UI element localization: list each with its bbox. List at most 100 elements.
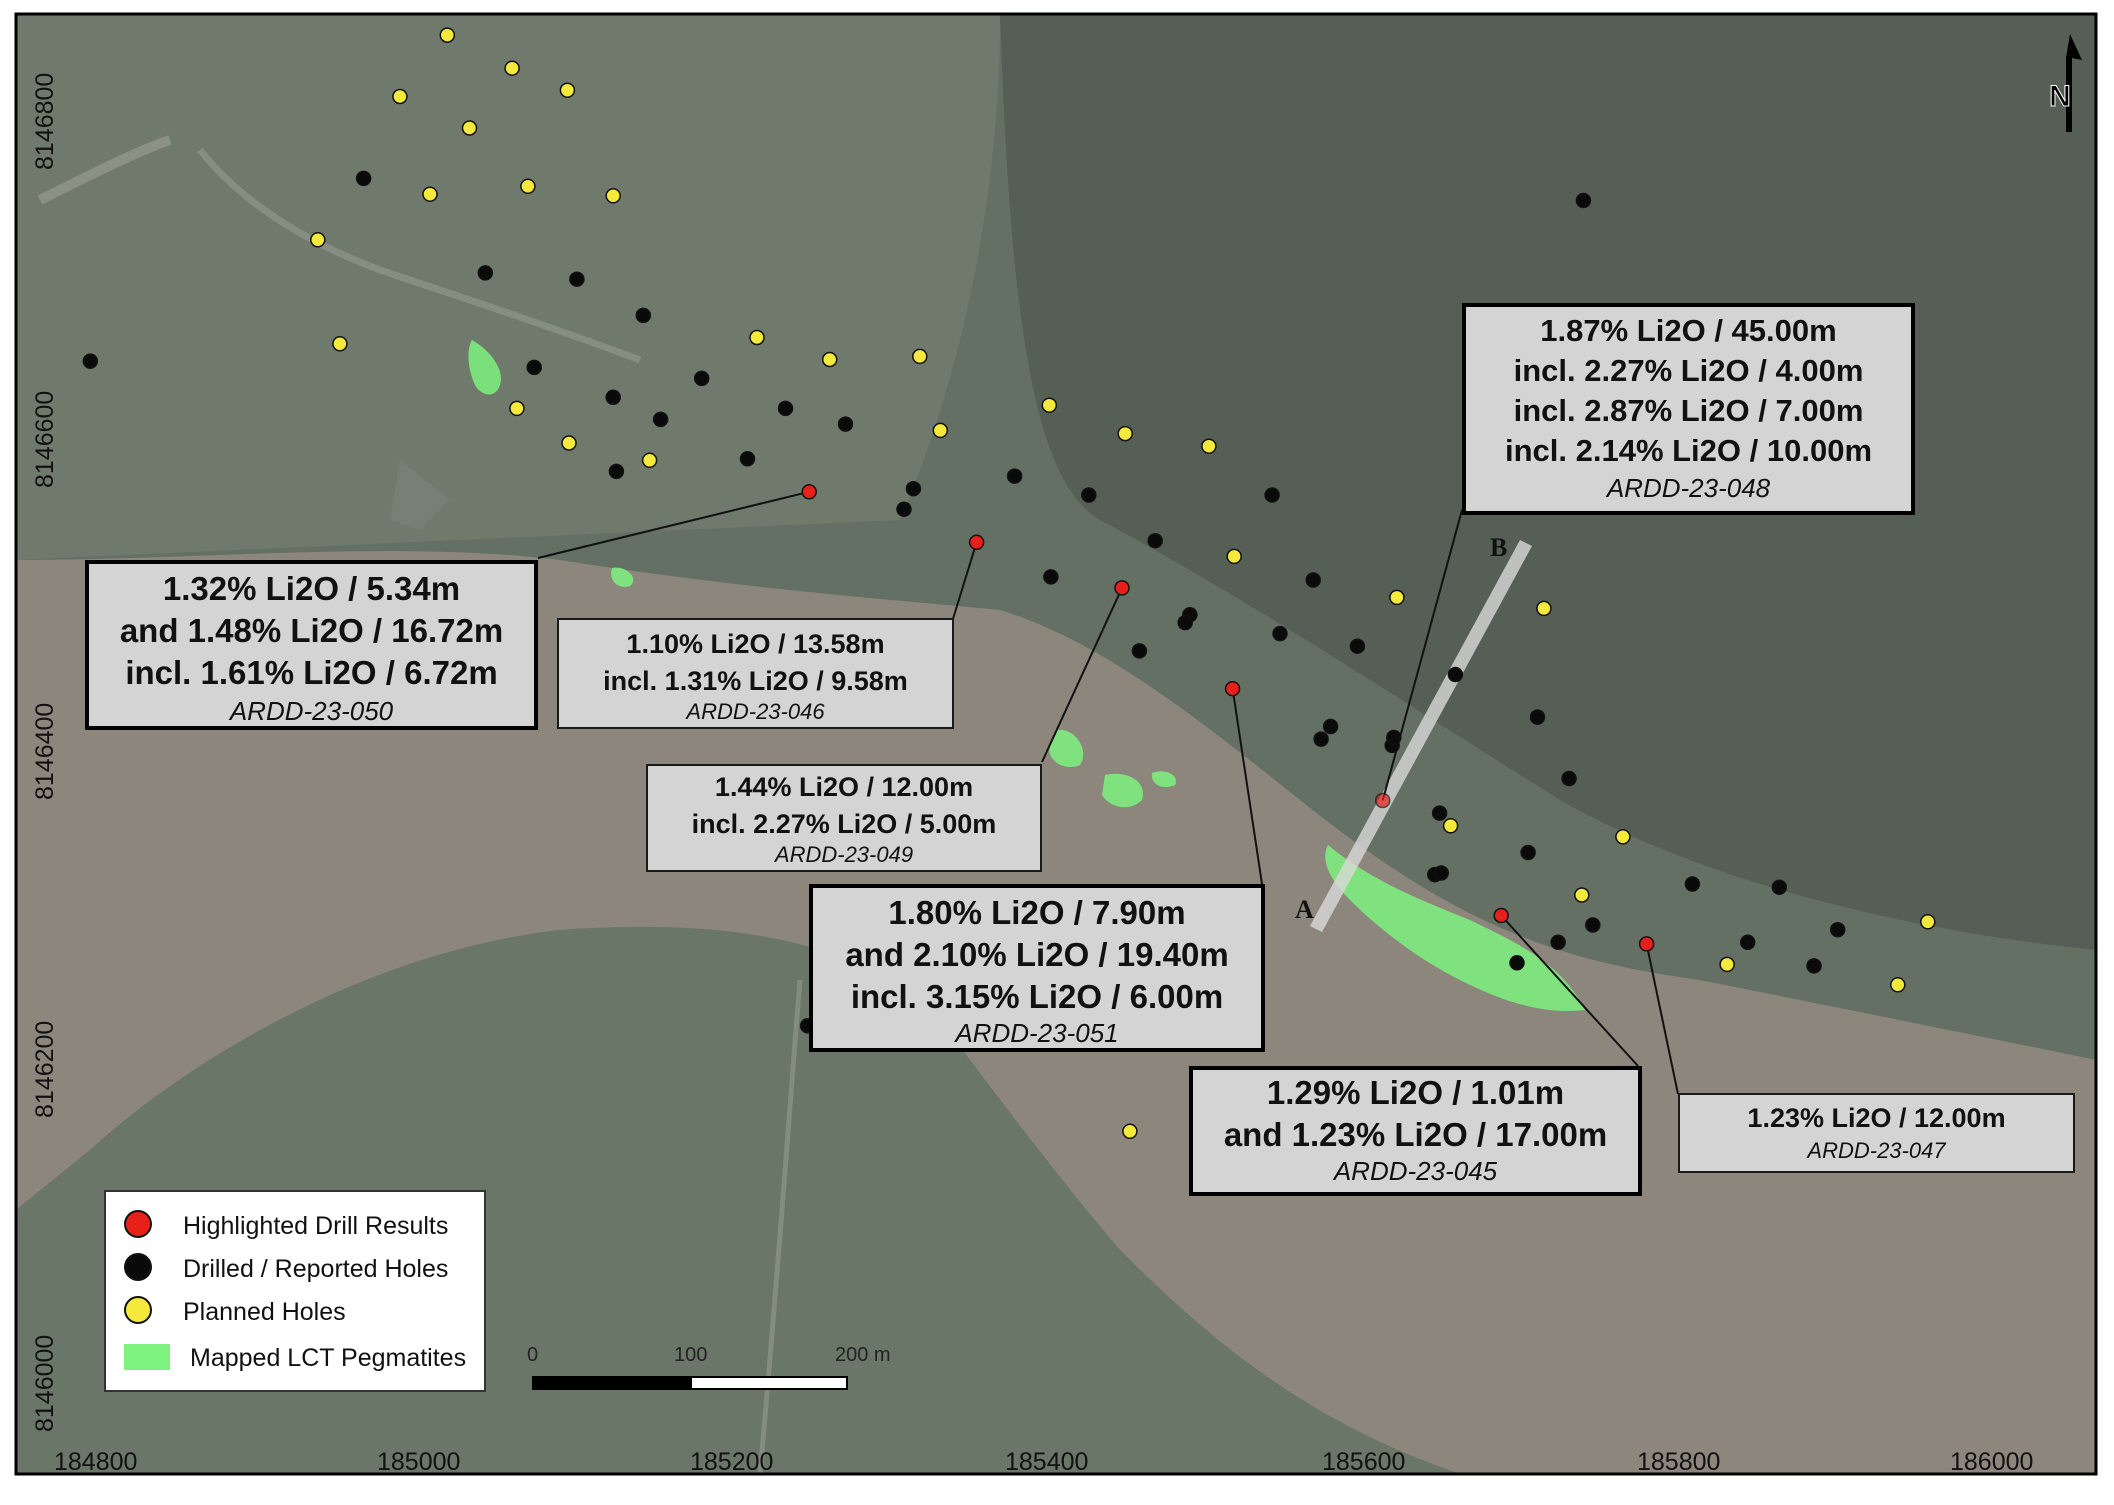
planned-hole[interactable] bbox=[1536, 600, 1552, 617]
callout-hole-id: ARDD-23-050 bbox=[229, 696, 394, 726]
legend-item-pegmatites: Mapped LCT Pegmatites bbox=[106, 1338, 484, 1378]
drilled-hole[interactable] bbox=[605, 389, 621, 406]
planned-hole[interactable] bbox=[1920, 914, 1936, 930]
callout-line: incl. 2.27% Li2O / 4.00m bbox=[1513, 353, 1864, 388]
scale-bar bbox=[532, 1376, 848, 1390]
drilled-hole[interactable] bbox=[1081, 487, 1097, 503]
planned-hole[interactable] bbox=[1122, 1123, 1138, 1140]
planned-hole[interactable] bbox=[439, 27, 456, 43]
planned-hole[interactable] bbox=[504, 60, 520, 76]
planned-hole[interactable] bbox=[912, 348, 928, 365]
drilled-hole[interactable] bbox=[1529, 709, 1546, 725]
drilled-hole[interactable] bbox=[1520, 844, 1536, 861]
planned-hole[interactable] bbox=[932, 422, 949, 439]
callout-line: incl. 2.27% Li2O / 5.00m bbox=[691, 809, 997, 839]
green-patch-icon bbox=[124, 1344, 170, 1370]
drilled-hole[interactable] bbox=[1349, 638, 1366, 654]
planned-hole[interactable] bbox=[1615, 829, 1631, 845]
planned-hole[interactable] bbox=[520, 178, 536, 195]
planned-hole[interactable] bbox=[561, 435, 577, 451]
drilled-hole[interactable] bbox=[82, 353, 99, 369]
planned-hole[interactable] bbox=[1117, 425, 1133, 442]
planned-hole[interactable] bbox=[749, 329, 765, 346]
callout-hole-id: ARDD-23-045 bbox=[1333, 1156, 1498, 1186]
drilled-hole[interactable] bbox=[526, 359, 542, 376]
callout-hole-id: ARDD-23-047 bbox=[1807, 1138, 1946, 1163]
planned-hole[interactable] bbox=[1890, 977, 1906, 993]
drilled-hole[interactable] bbox=[1585, 917, 1601, 933]
drilled-hole[interactable] bbox=[1739, 934, 1756, 951]
drilled-hole[interactable] bbox=[1509, 955, 1525, 971]
drilled-hole[interactable] bbox=[608, 463, 625, 480]
drilled-hole[interactable] bbox=[1561, 770, 1577, 787]
legend-label: Mapped LCT Pegmatites bbox=[190, 1344, 467, 1372]
drilled-hole[interactable] bbox=[1771, 879, 1788, 895]
planned-hole[interactable] bbox=[422, 186, 438, 202]
highlighted-hole[interactable] bbox=[801, 484, 817, 500]
drilled-hole[interactable] bbox=[1313, 731, 1329, 747]
drilled-hole[interactable] bbox=[1322, 718, 1339, 735]
planned-hole[interactable] bbox=[332, 336, 348, 352]
drilled-hole[interactable] bbox=[837, 416, 854, 432]
x-tick-label: 185000 bbox=[377, 1448, 461, 1476]
drilled-hole[interactable] bbox=[1305, 572, 1321, 588]
planned-hole[interactable] bbox=[1041, 397, 1058, 413]
drilled-hole[interactable] bbox=[1131, 643, 1148, 659]
planned-hole[interactable] bbox=[392, 88, 408, 105]
drilled-hole[interactable] bbox=[1806, 958, 1822, 974]
planned-hole[interactable] bbox=[821, 351, 838, 368]
planned-hole[interactable] bbox=[1574, 887, 1590, 903]
highlighted-hole[interactable] bbox=[1493, 907, 1509, 924]
drilled-hole[interactable] bbox=[1431, 805, 1448, 821]
planned-hole[interactable] bbox=[641, 452, 658, 469]
drilled-hole[interactable] bbox=[693, 370, 710, 387]
drilled-hole[interactable] bbox=[1386, 729, 1402, 746]
drilled-hole[interactable] bbox=[1433, 865, 1449, 881]
drilled-hole[interactable] bbox=[1147, 532, 1163, 549]
planned-hole[interactable] bbox=[310, 232, 326, 248]
planned-hole[interactable] bbox=[1201, 438, 1217, 454]
drilled-hole[interactable] bbox=[652, 411, 669, 428]
planned-hole[interactable] bbox=[1719, 956, 1735, 973]
highlighted-hole[interactable] bbox=[1114, 580, 1130, 596]
planned-hole[interactable] bbox=[605, 188, 621, 204]
drilled-hole[interactable] bbox=[1006, 468, 1023, 484]
drilled-hole[interactable] bbox=[1684, 876, 1701, 892]
highlighted-hole[interactable] bbox=[1638, 936, 1655, 952]
leader-line bbox=[537, 490, 810, 559]
drilled-hole[interactable] bbox=[635, 307, 652, 324]
callout-line: and 1.23% Li2O / 17.00m bbox=[1223, 1116, 1608, 1153]
drilled-hole[interactable] bbox=[1447, 666, 1464, 683]
north-label: N bbox=[2049, 80, 2071, 113]
drilled-hole[interactable] bbox=[739, 451, 756, 467]
drilled-hole[interactable] bbox=[355, 170, 372, 187]
drilled-hole[interactable] bbox=[477, 265, 494, 281]
drilled-hole[interactable] bbox=[777, 400, 794, 417]
drilled-hole[interactable] bbox=[1177, 614, 1193, 631]
highlighted-hole[interactable] bbox=[968, 534, 985, 551]
drilled-hole[interactable] bbox=[1272, 625, 1288, 642]
pegmatite-patch bbox=[1049, 729, 1084, 768]
leader-line bbox=[1645, 943, 1679, 1095]
highlighted-hole[interactable] bbox=[1374, 792, 1391, 809]
leader-line bbox=[951, 542, 978, 623]
legend: Highlighted Drill Results Drilled / Repo… bbox=[104, 1190, 486, 1392]
planned-hole[interactable] bbox=[1389, 589, 1405, 606]
drilled-hole[interactable] bbox=[1264, 487, 1280, 503]
highlighted-hole[interactable] bbox=[1224, 680, 1241, 697]
planned-hole[interactable] bbox=[559, 82, 576, 98]
callout-ardd-23-051: 1.80% Li2O / 7.90m and 2.10% Li2O / 19.4… bbox=[809, 884, 1265, 1052]
drilled-hole[interactable] bbox=[1550, 934, 1566, 951]
drilled-hole[interactable] bbox=[569, 271, 585, 287]
planned-hole[interactable] bbox=[1226, 548, 1242, 565]
drilled-hole[interactable] bbox=[905, 480, 922, 497]
planned-hole[interactable] bbox=[1442, 818, 1459, 834]
drilled-hole[interactable] bbox=[1829, 921, 1846, 938]
drilled-hole[interactable] bbox=[1043, 569, 1059, 585]
drilled-hole[interactable] bbox=[896, 501, 912, 517]
planned-hole[interactable] bbox=[509, 400, 525, 417]
map-border bbox=[14, 12, 2098, 1476]
planned-hole[interactable] bbox=[461, 120, 478, 136]
drilled-hole[interactable] bbox=[1575, 192, 1592, 209]
